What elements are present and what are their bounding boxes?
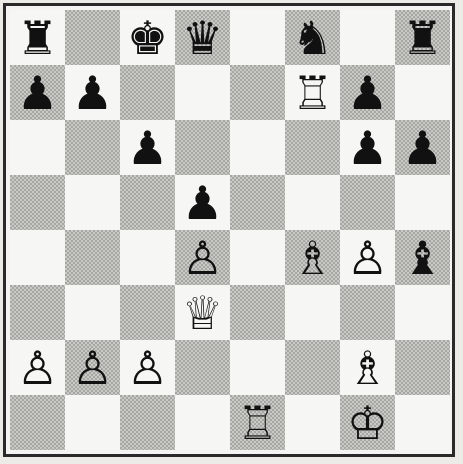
square-g3[interactable] [340, 285, 395, 340]
white-pawn-icon[interactable]: ♙ [72, 345, 113, 391]
square-g5[interactable] [340, 175, 395, 230]
square-c8[interactable]: ♚ [120, 10, 175, 65]
square-a5[interactable] [10, 175, 65, 230]
black-pawn-icon[interactable]: ♟ [72, 70, 113, 116]
square-f2[interactable] [285, 340, 340, 395]
square-b2[interactable]: ♙ [65, 340, 120, 395]
square-g2[interactable]: ♗ [340, 340, 395, 395]
square-b5[interactable] [65, 175, 120, 230]
square-a2[interactable]: ♙ [10, 340, 65, 395]
square-a7[interactable]: ♟ [10, 65, 65, 120]
square-e7[interactable] [230, 65, 285, 120]
white-king-icon[interactable]: ♔ [347, 400, 388, 446]
square-e4[interactable] [230, 230, 285, 285]
white-rook-icon[interactable]: ♖ [292, 70, 333, 116]
square-h3[interactable] [395, 285, 450, 340]
square-b4[interactable] [65, 230, 120, 285]
square-a8[interactable]: ♜ [10, 10, 65, 65]
white-bishop-icon[interactable]: ♗ [347, 345, 388, 391]
black-pawn-icon[interactable]: ♟ [347, 125, 388, 171]
square-g4[interactable]: ♙ [340, 230, 395, 285]
square-h1[interactable] [395, 395, 450, 450]
square-c4[interactable] [120, 230, 175, 285]
square-b1[interactable] [65, 395, 120, 450]
square-d4[interactable]: ♙ [175, 230, 230, 285]
square-b3[interactable] [65, 285, 120, 340]
black-pawn-icon[interactable]: ♟ [17, 70, 58, 116]
black-bishop-icon[interactable]: ♝ [402, 235, 443, 281]
black-rook-icon[interactable]: ♜ [402, 15, 443, 61]
square-c6[interactable]: ♟ [120, 120, 175, 175]
square-d6[interactable] [175, 120, 230, 175]
black-pawn-icon[interactable]: ♟ [347, 70, 388, 116]
square-g8[interactable] [340, 10, 395, 65]
black-pawn-icon[interactable]: ♟ [182, 180, 223, 226]
square-d5[interactable]: ♟ [175, 175, 230, 230]
white-pawn-icon[interactable]: ♙ [17, 345, 58, 391]
white-pawn-icon[interactable]: ♙ [182, 235, 223, 281]
square-a6[interactable] [10, 120, 65, 175]
square-h2[interactable] [395, 340, 450, 395]
square-c3[interactable] [120, 285, 175, 340]
black-rook-icon[interactable]: ♜ [17, 15, 58, 61]
square-b8[interactable] [65, 10, 120, 65]
square-d8[interactable]: ♛ [175, 10, 230, 65]
square-c5[interactable] [120, 175, 175, 230]
square-e8[interactable] [230, 10, 285, 65]
square-c2[interactable]: ♙ [120, 340, 175, 395]
square-c7[interactable] [120, 65, 175, 120]
black-pawn-icon[interactable]: ♟ [402, 125, 443, 171]
square-f1[interactable] [285, 395, 340, 450]
square-d7[interactable] [175, 65, 230, 120]
square-e2[interactable] [230, 340, 285, 395]
square-g7[interactable]: ♟ [340, 65, 395, 120]
square-d2[interactable] [175, 340, 230, 395]
square-b7[interactable]: ♟ [65, 65, 120, 120]
white-rook-icon[interactable]: ♖ [237, 400, 278, 446]
white-bishop-icon[interactable]: ♗ [292, 235, 333, 281]
square-b6[interactable] [65, 120, 120, 175]
black-queen-icon[interactable]: ♛ [182, 15, 223, 61]
square-e6[interactable] [230, 120, 285, 175]
square-f7[interactable]: ♖ [285, 65, 340, 120]
square-c1[interactable] [120, 395, 175, 450]
square-f5[interactable] [285, 175, 340, 230]
white-pawn-icon[interactable]: ♙ [127, 345, 168, 391]
black-pawn-icon[interactable]: ♟ [127, 125, 168, 171]
square-h6[interactable]: ♟ [395, 120, 450, 175]
square-d1[interactable] [175, 395, 230, 450]
square-e3[interactable] [230, 285, 285, 340]
square-a4[interactable] [10, 230, 65, 285]
white-pawn-icon[interactable]: ♙ [347, 235, 388, 281]
square-g6[interactable]: ♟ [340, 120, 395, 175]
chess-board: ♜ ♚ ♛ ♞ ♜ ♟ ♟ ♖ ♟ ♟ ♟ ♟ ♟ ♙ ♗ ♙ ♝ ♕ ♙ ♙ ♙ ♗ ♖ ♔ [10, 10, 450, 450]
square-h8[interactable]: ♜ [395, 10, 450, 65]
black-knight-icon[interactable]: ♞ [292, 15, 333, 61]
square-f3[interactable] [285, 285, 340, 340]
black-king-icon[interactable]: ♚ [127, 15, 168, 61]
square-e5[interactable] [230, 175, 285, 230]
square-a1[interactable] [10, 395, 65, 450]
square-f8[interactable]: ♞ [285, 10, 340, 65]
square-e1[interactable]: ♖ [230, 395, 285, 450]
square-f6[interactable] [285, 120, 340, 175]
square-h7[interactable] [395, 65, 450, 120]
square-h5[interactable] [395, 175, 450, 230]
white-queen-icon[interactable]: ♕ [182, 290, 223, 336]
square-f4[interactable]: ♗ [285, 230, 340, 285]
square-a3[interactable] [10, 285, 65, 340]
square-d3[interactable]: ♕ [175, 285, 230, 340]
square-g1[interactable]: ♔ [340, 395, 395, 450]
square-h4[interactable]: ♝ [395, 230, 450, 285]
